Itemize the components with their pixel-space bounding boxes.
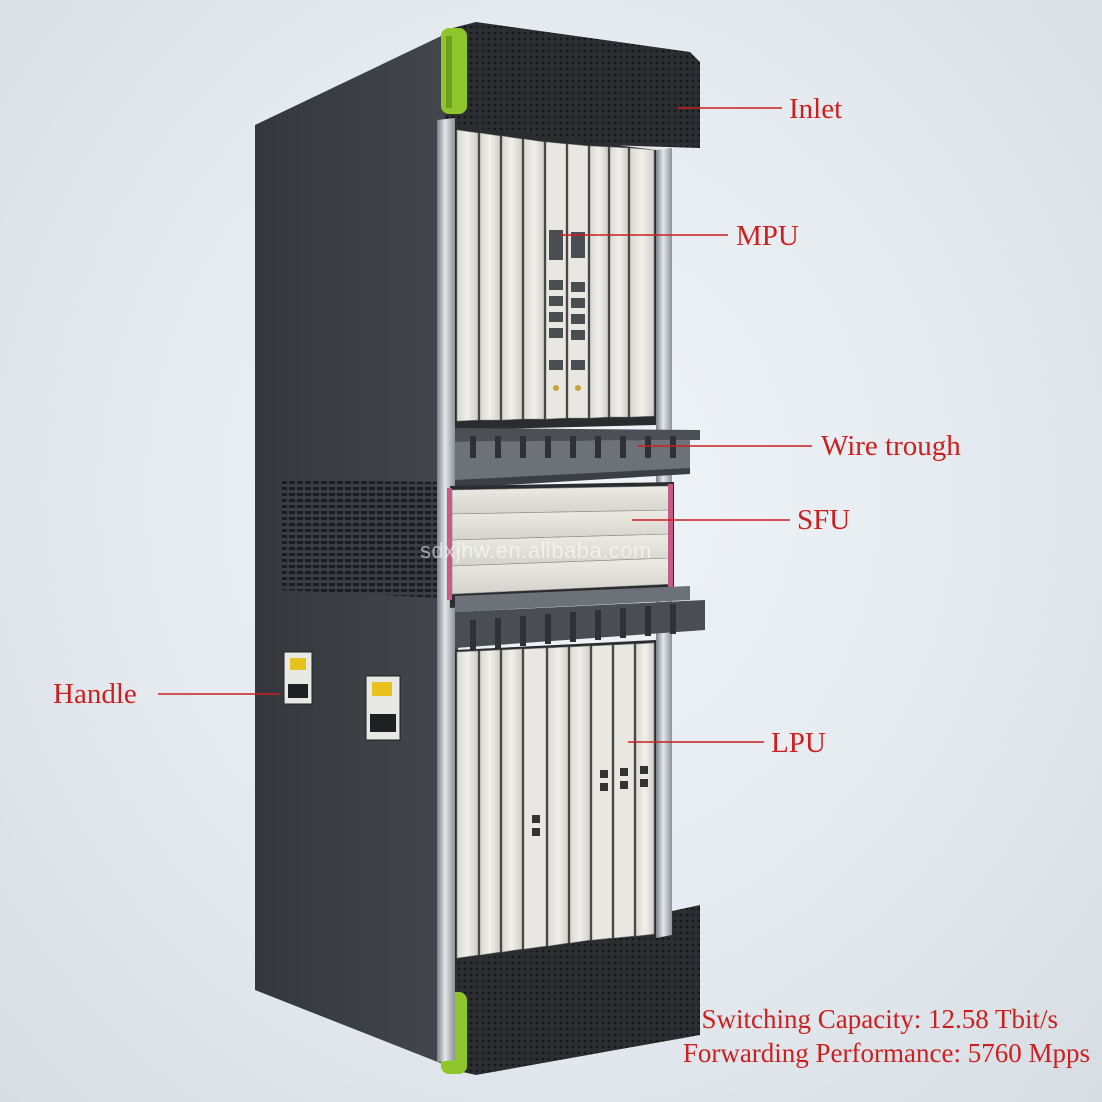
lower-wire-trough bbox=[455, 586, 705, 650]
front-rail-left bbox=[437, 118, 455, 1062]
lower-card-cage bbox=[455, 640, 656, 962]
upper-wire-trough bbox=[455, 428, 700, 488]
spec-switching-capacity: Switching Capacity: 12.58 Tbit/s bbox=[701, 1004, 1058, 1034]
side-handle-right bbox=[365, 675, 401, 741]
label-lpu: LPU bbox=[771, 727, 826, 759]
label-inlet: Inlet bbox=[789, 93, 843, 125]
side-vent-grille bbox=[282, 480, 440, 598]
spec-forwarding-performance: Forwarding Performance: 5760 Mpps bbox=[682, 1038, 1090, 1068]
label-handle: Handle bbox=[53, 678, 137, 710]
label-sfu: SFU bbox=[797, 504, 851, 536]
top-cap bbox=[441, 22, 700, 148]
top-green-accent bbox=[441, 28, 467, 114]
lower-slot-cards bbox=[456, 642, 655, 959]
side-handle-left bbox=[283, 651, 313, 705]
sfu-section bbox=[447, 482, 674, 608]
upper-card-cage bbox=[455, 125, 656, 430]
watermark: sdxjhw.en.alibaba.com bbox=[420, 538, 652, 563]
lpu-connectors bbox=[532, 766, 648, 836]
mpu-ports bbox=[549, 230, 585, 391]
leader-lines bbox=[158, 107, 812, 743]
label-mpu: MPU bbox=[736, 220, 799, 252]
label-wire-trough: Wire trough bbox=[821, 430, 961, 462]
upper-slot-cards bbox=[456, 129, 655, 422]
chassis-side-panel bbox=[255, 28, 458, 1070]
